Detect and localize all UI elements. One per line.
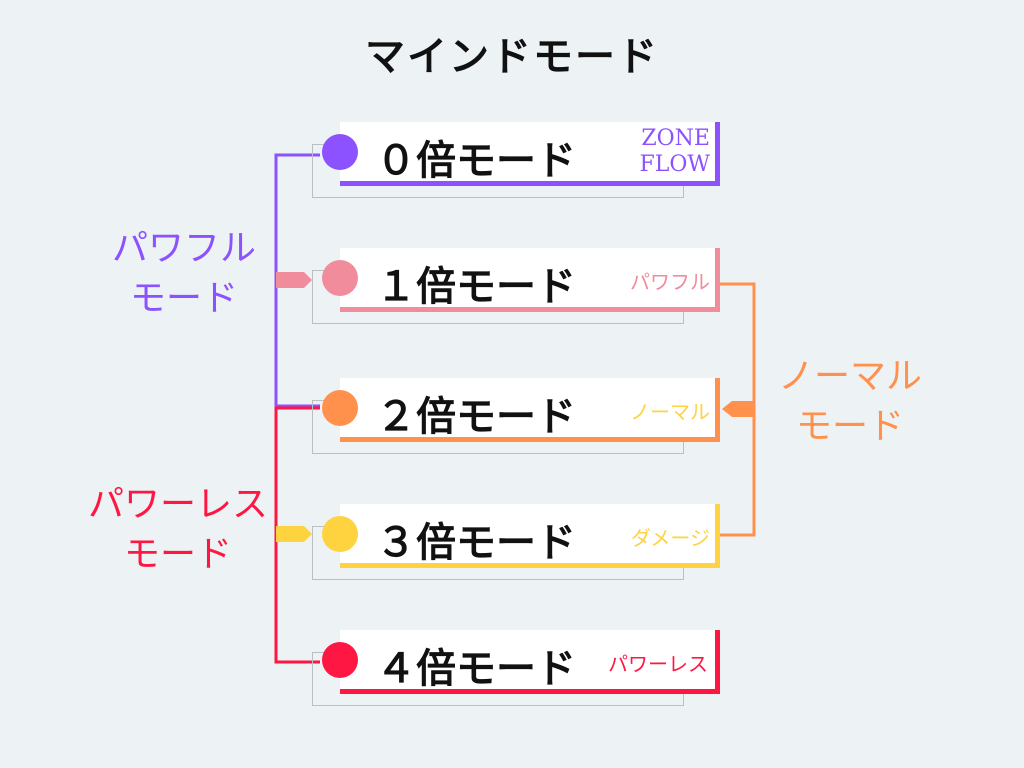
mode-label: ２倍モード — [376, 394, 576, 440]
page-title: マインドモード — [365, 34, 659, 80]
mode-card-3: ３倍モード ダメージ — [312, 504, 724, 580]
card-box — [340, 122, 720, 186]
mode-sub-label: パワフル — [630, 270, 710, 294]
mode-label: ０倍モード — [376, 138, 576, 184]
mode-card-0: ０倍モード ZONE FLOW — [312, 122, 724, 198]
mode-label: ３倍モード — [376, 520, 576, 566]
mode-card-4: ４倍モード パワーレス — [312, 630, 724, 706]
card-box — [340, 378, 720, 442]
normal-mode-line-2: モード — [795, 406, 904, 447]
powerful-mode-line-1: パワフル — [111, 228, 256, 269]
card-box — [340, 248, 720, 312]
powerful-mode-label: パワフル モード — [92, 224, 276, 324]
mode-label: ４倍モード — [376, 646, 576, 692]
mode-dot — [322, 642, 358, 678]
card-box — [340, 630, 720, 694]
powerless-mode-label: パワーレス モード — [80, 480, 276, 580]
mode-sub-label: ダメージ — [631, 526, 710, 550]
card-box — [340, 504, 720, 568]
mode-sub-label: ノーマル — [630, 400, 710, 424]
mode-dot — [322, 390, 358, 426]
powerful-arrow — [276, 272, 312, 288]
mode-label: １倍モード — [376, 264, 576, 310]
mode-dot — [322, 260, 358, 296]
normal-mode-line-1: ノーマル — [777, 356, 922, 397]
mode-dot — [322, 516, 358, 552]
powerless-mode-line-1: パワーレス — [87, 484, 268, 525]
normal-arrow — [722, 401, 754, 417]
mode-sub-label: ZONE FLOW — [620, 126, 710, 178]
mode-sub-line-1: ZONE — [641, 126, 710, 151]
powerful-mode-line-2: モード — [129, 278, 238, 319]
mode-dot — [322, 134, 358, 170]
mode-sub-label: パワーレス — [608, 652, 708, 676]
mode-card-2: ２倍モード ノーマル — [312, 378, 724, 454]
powerless-mode-line-2: モード — [123, 534, 232, 575]
mode-sub-line-2: FLOW — [639, 152, 710, 177]
normal-mode-label: ノーマル モード — [760, 352, 940, 452]
powerless-arrow — [276, 526, 312, 542]
mode-card-1: １倍モード パワフル — [312, 248, 724, 324]
